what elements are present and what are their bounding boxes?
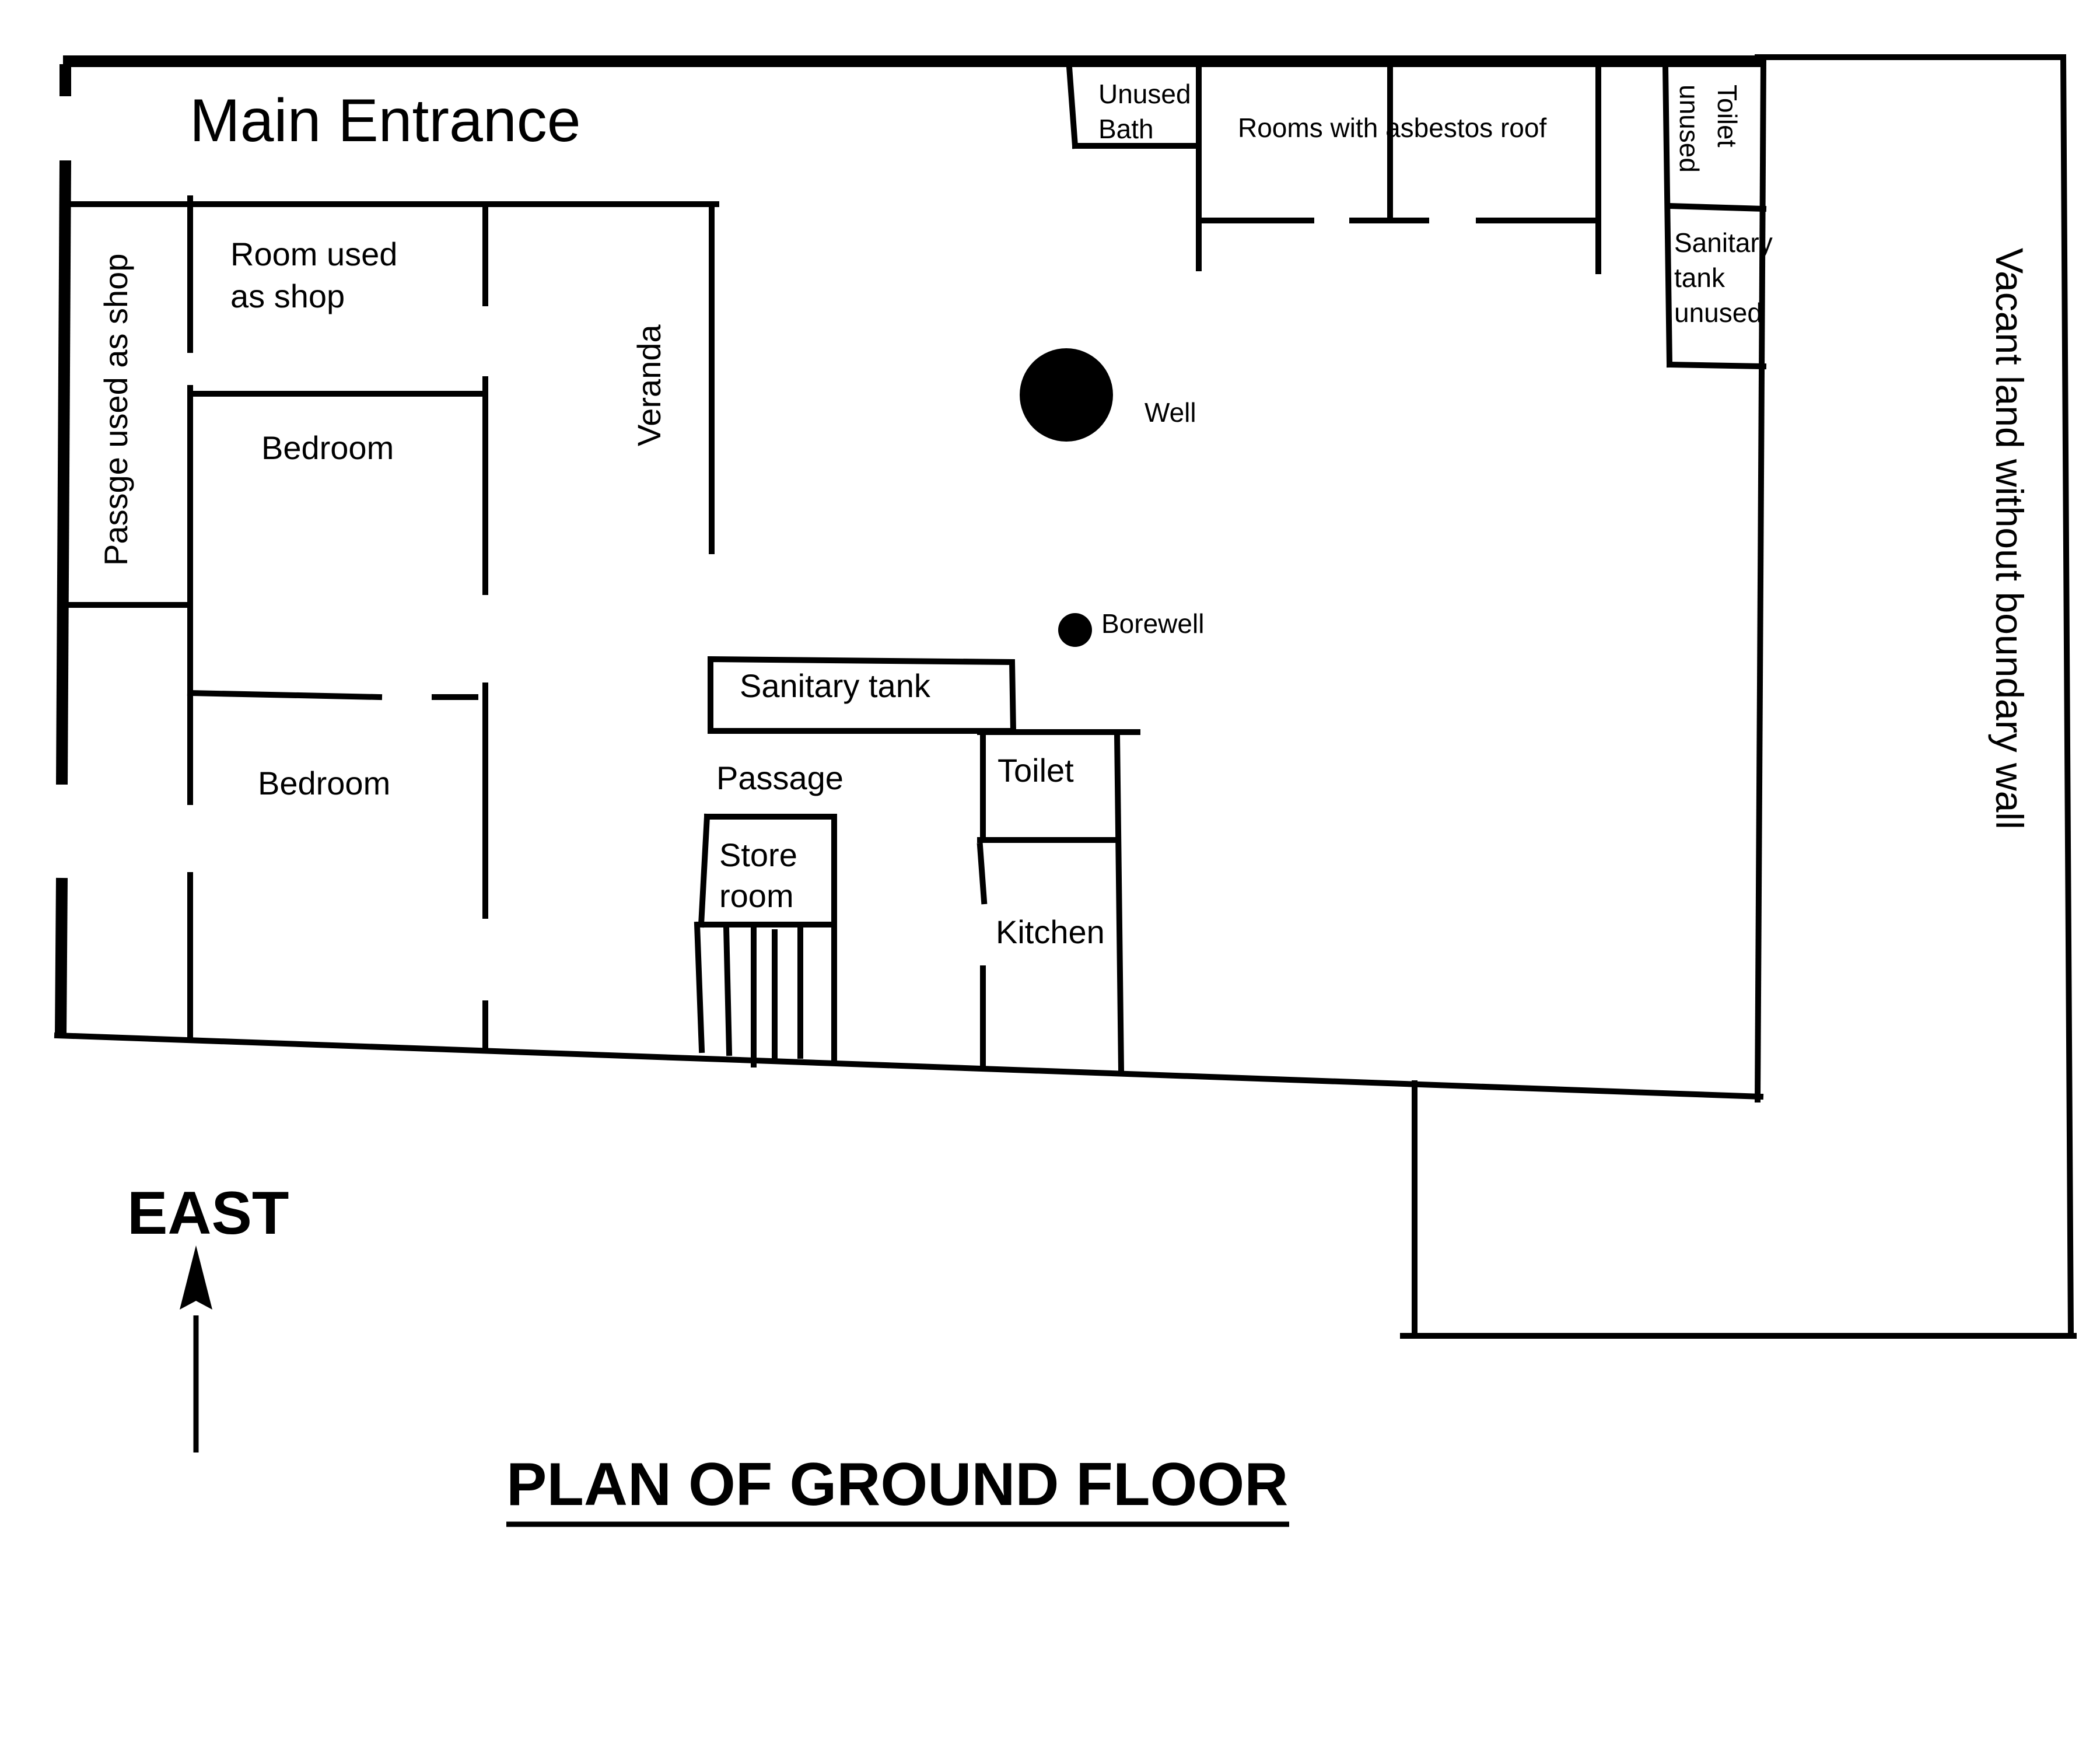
borewell-icon [1058,613,1092,647]
west-outer-wall-bottom [55,877,68,1036]
sanitary-unused-label-line1: Sanitary [1674,228,1773,258]
store-room-box [696,814,837,928]
main-entrance-label: Main Entrance [190,87,581,155]
sanitary-unused-label-line3: unused [1674,298,1762,328]
store-room-label-line2: room [719,877,794,914]
unused-bath-label-line1: Unused [1098,79,1191,109]
sanitary-unused-label-line2: tank [1674,262,1726,293]
outer-walls [54,55,1767,1103]
store-room-label-line1: Store [719,836,797,873]
passage-shop-label: Passge used as shop [97,254,134,566]
store-room-west-wall [698,813,710,928]
top-strip-walls [1066,64,1767,370]
west-outer-wall-mid [56,160,71,785]
toilet-unused-west-wall [1662,64,1673,368]
stair-line-2 [723,924,733,1056]
room-shop-label-line1: Room used [230,236,397,272]
left-block-walls [62,195,719,1050]
vacant-land-east [2060,54,2074,1339]
unused-bath-label-line2: Bath [1098,114,1154,144]
toilet-sanitary-divider [1666,202,1767,212]
toilet-unused-label-line2: unused [1674,85,1704,173]
bedroom-divider-wall-a [187,690,383,701]
room-shop-label-line2: as shop [230,278,345,314]
bedroom-2-label: Bedroom [258,765,390,802]
well-icon [1020,348,1113,442]
sanitary-unused-south-wall [1666,361,1767,370]
bedroom-1-label: Bedroom [261,429,394,466]
well-label: Well [1144,397,1196,428]
south-outer-wall [54,1032,1764,1100]
toilet-label: Toilet [998,752,1074,789]
toilet-kitchen-east-wall [1114,732,1125,1074]
passage-label: Passage [716,760,844,796]
toilet-unused-label-line1: Toilet [1712,85,1742,148]
kitchen-label: Kitchen [996,914,1105,950]
north-arrow-icon [180,1245,212,1452]
kitchen-west-wall-a [977,842,988,905]
plan-title: PLAN OF GROUND FLOOR [506,1451,1288,1518]
sanitary-tank-label: Sanitary tank [740,667,931,704]
east-building-wall [1754,58,1767,1103]
central-block-walls [694,656,1140,1074]
asbestos-rooms-label: Rooms with asbestos roof [1238,113,1546,143]
vacant-land-outline [1400,54,2077,1339]
unused-bath-west-wall [1066,64,1079,149]
compass-east-label: EAST [127,1180,289,1247]
vacant-land-label: Vacant land without boundary wall [1988,248,2031,830]
borewell-label: Borewell [1101,608,1204,639]
stair-line-1 [694,921,705,1054]
veranda-label: Veranda [631,324,667,446]
